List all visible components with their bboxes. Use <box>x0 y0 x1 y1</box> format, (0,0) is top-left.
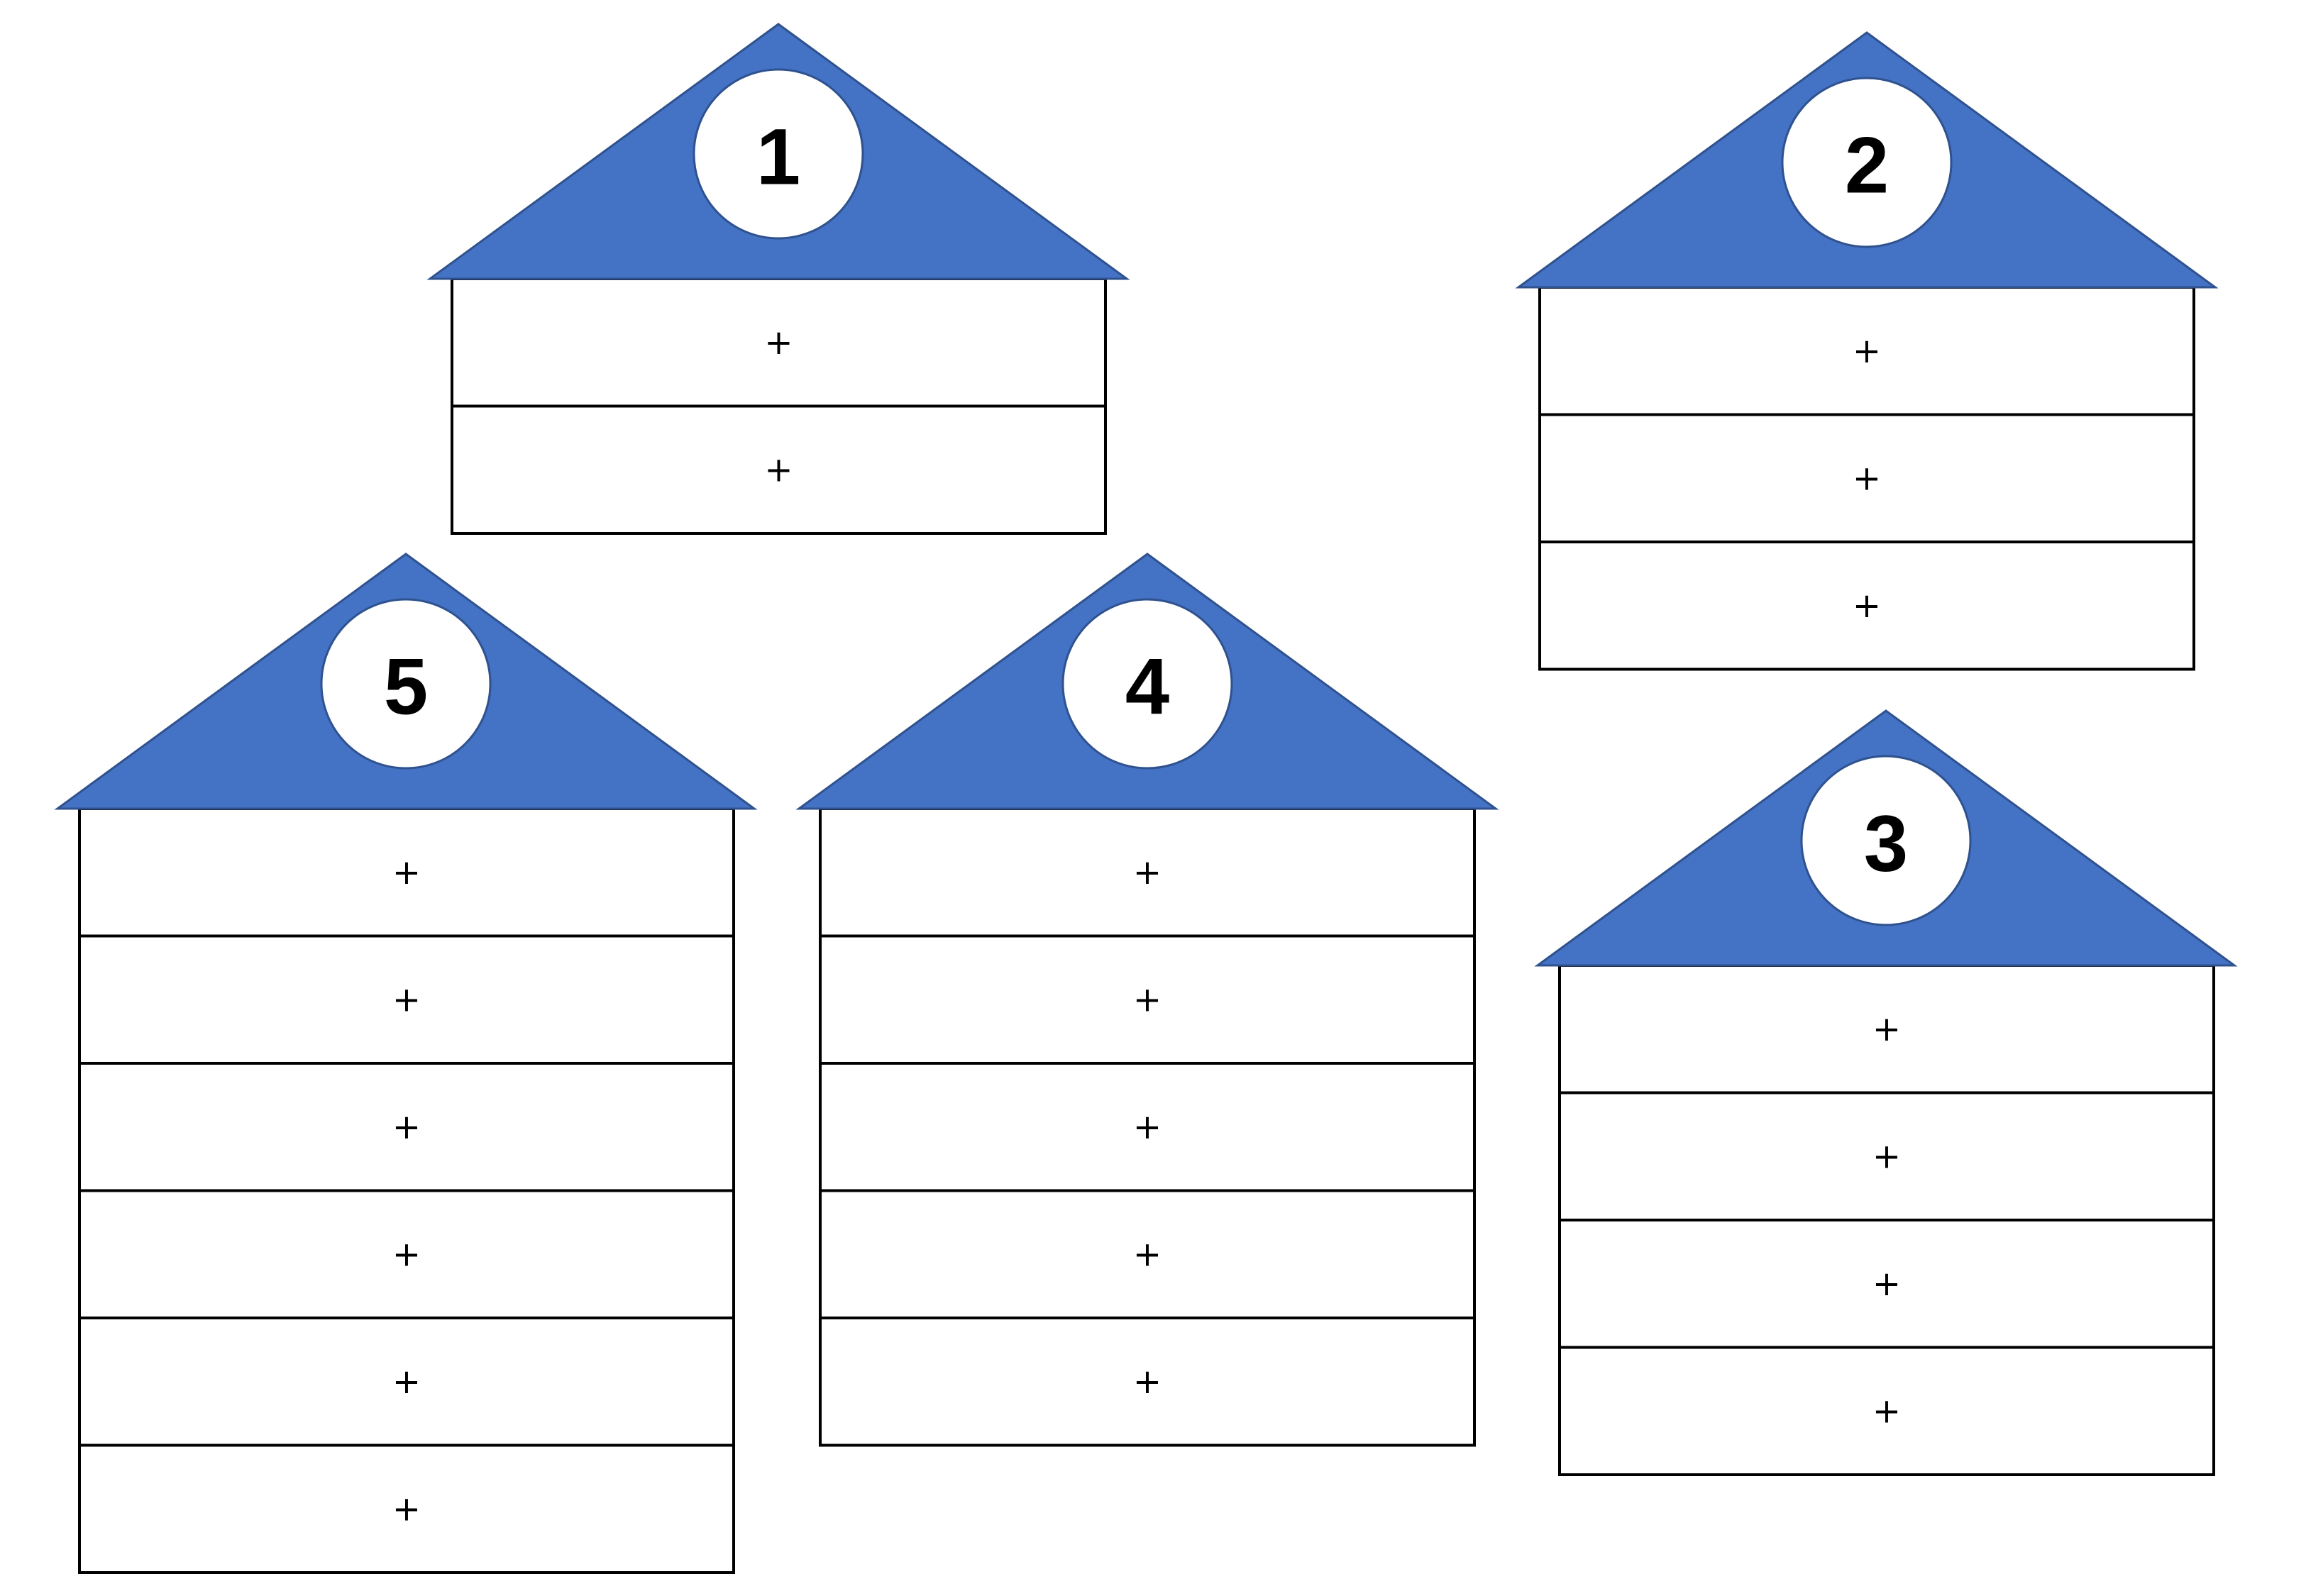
house-row: + <box>1538 413 2195 543</box>
house-row: + <box>1538 286 2195 416</box>
plus-sign: + <box>1133 1234 1162 1274</box>
house-row: + <box>819 1062 1476 1192</box>
house-row: + <box>451 277 1107 408</box>
plus-sign: + <box>392 853 421 892</box>
plus-sign: + <box>1133 1107 1162 1147</box>
plus-sign: + <box>1853 586 1881 626</box>
house-row: + <box>78 1189 735 1319</box>
row-box <box>78 1443 735 1574</box>
house-row: + <box>1558 964 2215 1095</box>
house-3: + + + +3 <box>1534 709 2238 1476</box>
row-box <box>819 1062 1476 1192</box>
number-circle <box>1800 755 1972 926</box>
house-row: + <box>78 1062 735 1192</box>
row-box <box>819 807 1476 938</box>
house-number: 1 <box>756 113 800 201</box>
row-box <box>819 1317 1476 1447</box>
house-number: 5 <box>384 643 428 731</box>
row-box <box>819 1189 1476 1319</box>
plus-sign: + <box>392 1362 421 1402</box>
house-row: + <box>819 934 1476 1065</box>
house-row: + <box>819 1189 1476 1319</box>
plus-sign: + <box>392 1234 421 1274</box>
plus-sign: + <box>1872 1391 1901 1431</box>
plus-sign: + <box>1872 1009 1901 1049</box>
plus-sign: + <box>764 323 793 362</box>
row-box <box>451 277 1107 408</box>
number-circle <box>320 598 492 770</box>
plus-sign: + <box>1133 1362 1162 1402</box>
house-row: + <box>78 934 735 1065</box>
plus-sign: + <box>1853 458 1881 498</box>
row-box <box>78 1317 735 1447</box>
plus-sign: + <box>392 1107 421 1147</box>
house-row: + <box>1558 1091 2215 1221</box>
row-box <box>1558 964 2215 1095</box>
house-number: 4 <box>1125 643 1169 731</box>
row-box <box>78 934 735 1065</box>
house-row: + <box>1558 1219 2215 1349</box>
house-4: + + + + +4 <box>795 553 1499 1447</box>
house-number: 2 <box>1845 121 1889 210</box>
house-row: + <box>819 1317 1476 1447</box>
house-row: + <box>1538 541 2195 671</box>
plus-sign: + <box>392 980 421 1019</box>
house-number: 3 <box>1864 799 1908 888</box>
number-circle <box>1061 598 1233 770</box>
house-5: + + + + + +5 <box>54 553 758 1574</box>
row-box <box>819 934 1476 1065</box>
house-row: + <box>78 1443 735 1574</box>
plus-sign: + <box>1133 853 1162 892</box>
row-box <box>78 1062 735 1192</box>
row-box <box>78 1189 735 1319</box>
row-box <box>1558 1346 2215 1476</box>
plus-sign: + <box>1133 980 1162 1019</box>
row-box <box>451 404 1107 535</box>
row-box <box>1538 413 2195 543</box>
plus-sign: + <box>764 450 793 489</box>
number-circle <box>693 68 864 240</box>
plus-sign: + <box>1872 1136 1901 1176</box>
house-row: + <box>451 404 1107 535</box>
number-circle <box>1781 77 1953 248</box>
house-row: + <box>78 1317 735 1447</box>
house-row: + <box>819 807 1476 938</box>
plus-sign: + <box>392 1489 421 1529</box>
row-box <box>1558 1219 2215 1349</box>
house-row: + <box>1558 1346 2215 1476</box>
house-1: + +1 <box>426 23 1130 535</box>
row-box <box>78 807 735 938</box>
plus-sign: + <box>1853 331 1881 371</box>
row-box <box>1538 541 2195 671</box>
row-box <box>1558 1091 2215 1221</box>
house-2: + + +2 <box>1515 31 2219 671</box>
house-row: + <box>78 807 735 938</box>
plus-sign: + <box>1872 1264 1901 1304</box>
